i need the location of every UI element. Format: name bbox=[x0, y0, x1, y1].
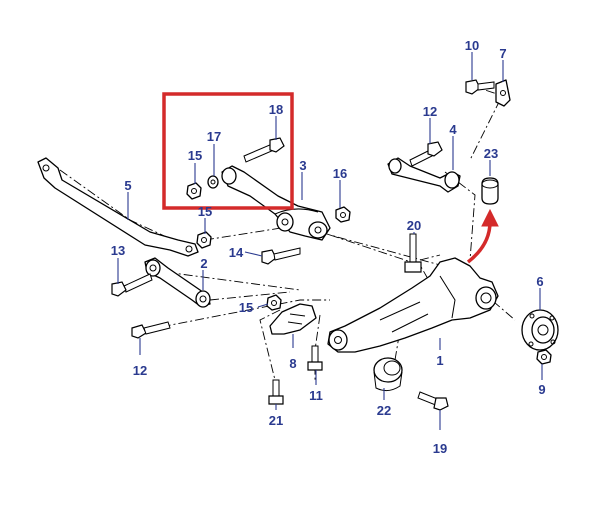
callout-4: 4 bbox=[449, 122, 457, 137]
callout-15-upper: 15 bbox=[188, 148, 202, 163]
highlight-box bbox=[162, 92, 294, 210]
part-12-lower-bolt bbox=[131, 321, 171, 339]
callout-12-upper: 12 bbox=[423, 104, 437, 119]
part-22-bushing bbox=[373, 357, 403, 392]
callout-8: 8 bbox=[289, 356, 296, 371]
part-4-link bbox=[387, 157, 461, 193]
part-15-lower-nut bbox=[266, 294, 282, 311]
part-10-bolt bbox=[465, 79, 495, 95]
part-18-bolt bbox=[243, 137, 285, 163]
callout-16: 16 bbox=[333, 166, 347, 181]
callout-9: 9 bbox=[538, 382, 545, 397]
callout-7: 7 bbox=[499, 46, 506, 61]
callout-15-lower: 15 bbox=[239, 300, 253, 315]
leader-lines bbox=[117, 52, 543, 430]
part-9-nut bbox=[536, 349, 552, 365]
part-16-nut bbox=[335, 206, 351, 223]
part-6-hub bbox=[521, 309, 559, 351]
callout-18: 18 bbox=[269, 102, 283, 117]
part-8-bracket bbox=[269, 303, 317, 335]
part-3-upper-arm bbox=[221, 165, 331, 241]
callout-3: 3 bbox=[299, 158, 306, 173]
callout-13: 13 bbox=[111, 243, 125, 258]
part-15-upper-nut bbox=[186, 182, 202, 200]
part-12-upper-bolt bbox=[409, 141, 443, 167]
callout-12-lower: 12 bbox=[133, 363, 147, 378]
callout-10: 10 bbox=[465, 38, 479, 53]
part-14-bolt bbox=[261, 247, 301, 265]
part-17-bushing bbox=[207, 175, 219, 189]
callout-2: 2 bbox=[200, 256, 207, 271]
part-19-bolt bbox=[417, 391, 449, 411]
part-21-bolt bbox=[268, 379, 284, 405]
part-5-stabilizer-bar bbox=[37, 157, 199, 257]
part-2-lower-link bbox=[144, 257, 211, 308]
callout-17: 17 bbox=[207, 129, 221, 144]
part-11-bolt bbox=[307, 345, 323, 371]
part-13-bolt bbox=[111, 273, 153, 297]
part-7-bracket bbox=[495, 79, 511, 107]
callout-20: 20 bbox=[407, 218, 421, 233]
callout-1: 1 bbox=[436, 353, 443, 368]
part-1-knuckle bbox=[327, 257, 499, 353]
callout-19: 19 bbox=[433, 441, 447, 456]
callout-14: 14 bbox=[229, 245, 244, 260]
callout-11: 11 bbox=[309, 388, 323, 403]
callout-labels: 5 13 2 15 15 17 18 3 16 14 12 12 4 10 7 … bbox=[111, 38, 546, 456]
part-15-mid-nut bbox=[196, 231, 212, 249]
part-23-bushing bbox=[481, 177, 499, 205]
callout-21: 21 bbox=[269, 413, 283, 428]
callout-6: 6 bbox=[536, 274, 543, 289]
highlight-arrow bbox=[466, 208, 499, 264]
callout-15-mid: 15 bbox=[198, 204, 212, 219]
callout-5: 5 bbox=[124, 178, 131, 193]
callout-22: 22 bbox=[377, 403, 391, 418]
assembly-lines bbox=[59, 84, 546, 401]
callout-23: 23 bbox=[484, 146, 498, 161]
part-20-bolt bbox=[404, 233, 422, 273]
